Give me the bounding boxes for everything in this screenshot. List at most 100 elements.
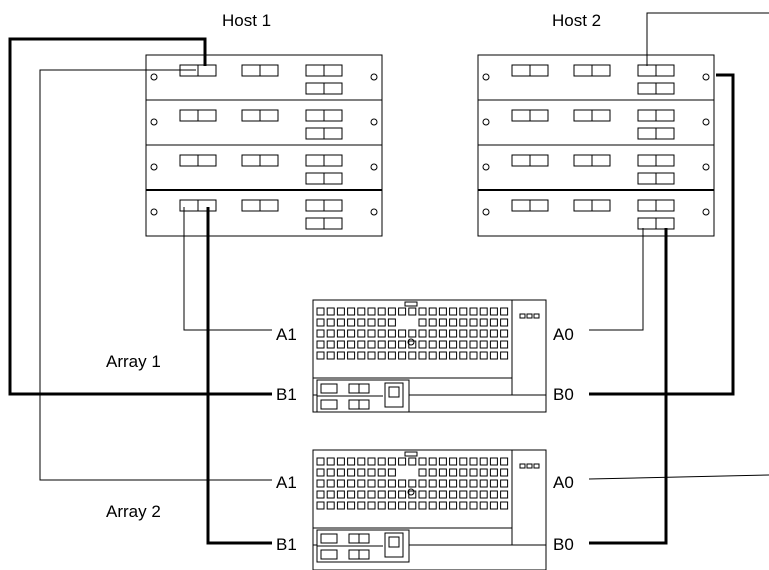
array-2-drive-bay	[387, 490, 396, 499]
array-1-drive-bay	[357, 340, 366, 349]
host-1-screw-icon	[370, 73, 378, 81]
array-1-drive-bay	[449, 340, 458, 349]
array-2-drive-bay	[489, 501, 498, 510]
array-2-drive-bay	[418, 490, 427, 499]
array-1-drive-bay	[489, 318, 498, 327]
host-1-screw-icon	[370, 163, 378, 171]
array-1-port-a1: A1	[276, 325, 297, 344]
array-2-drive-bay	[367, 479, 376, 488]
array-2-drive-bay	[469, 468, 478, 477]
array-1-drive-bay	[418, 307, 427, 316]
cable-array2-a0-offpage	[588, 474, 769, 480]
array-1-drive-bay	[316, 329, 325, 338]
array-2-drive-bay	[479, 479, 488, 488]
array-2-drive-bay	[489, 479, 498, 488]
array-2-drive-bay	[428, 457, 437, 466]
array-1-drive-bay	[469, 307, 478, 316]
array-1-status-led-icon	[519, 313, 526, 319]
array-1-drive-bay	[387, 307, 396, 316]
cable-host1-array1-b1	[8, 37, 272, 396]
array-2-drive-bay	[377, 490, 386, 499]
array-1-drive-bay	[469, 340, 478, 349]
array-1-drive-bay	[408, 307, 417, 316]
array-1-drive-bay	[500, 318, 509, 327]
array-2-drive-bay	[326, 457, 335, 466]
array-1-drive-bay	[500, 307, 509, 316]
array-1-drive-bay	[449, 318, 458, 327]
array-1-drive-bay	[489, 329, 498, 338]
array-2-drive-bay	[367, 468, 376, 477]
array-2-drive-bay	[377, 468, 386, 477]
array-1-drive-bay	[469, 318, 478, 327]
array-1-drive-bay	[489, 340, 498, 349]
array-1-status-led-icon	[526, 313, 533, 319]
array-1-drive-bay	[316, 340, 325, 349]
array-2-drive-bay	[489, 468, 498, 477]
array-1-drive-bay	[469, 329, 478, 338]
array-1-drive-bay	[387, 340, 396, 349]
array-1-drive-bay	[459, 307, 468, 316]
array-2-drive-bay	[387, 479, 396, 488]
array-1-drive-bay	[479, 329, 488, 338]
array-1-drive-bay	[418, 340, 427, 349]
array-2-drive-bay	[449, 457, 458, 466]
array-2-drive-bay	[449, 490, 458, 499]
array-2-drive-bay	[316, 468, 325, 477]
array-2-drive-bay	[479, 468, 488, 477]
array-1-drive-bay	[377, 318, 386, 327]
array-1-status-led-icon	[533, 313, 540, 319]
array-1-drive-bay	[489, 351, 498, 360]
array-2-drive-bay	[408, 457, 417, 466]
array-1-drive-bay	[387, 329, 396, 338]
array-2-drive-bay	[398, 490, 407, 499]
host-2-screw-icon	[482, 163, 490, 171]
array-2-drive-bay	[377, 501, 386, 510]
array-2-drive-bay	[500, 479, 509, 488]
array-2-drive-bay	[479, 501, 488, 510]
array-2-status-led-icon	[519, 463, 526, 469]
array-2-status-led-icon	[526, 463, 533, 469]
array-2-drive-bay	[428, 501, 437, 510]
array-1-drive-bay	[438, 329, 447, 338]
array-2-drive-bay	[347, 479, 356, 488]
array-1-drive-bay	[438, 307, 447, 316]
array-2-drive-bay	[398, 501, 407, 510]
array-2-drive-bay	[387, 457, 396, 466]
array-1-drive-bay	[347, 340, 356, 349]
array-1-drive-bay	[377, 329, 386, 338]
array-1-drive-bay	[377, 351, 386, 360]
array-2-port-a1: A1	[276, 473, 297, 492]
host-1-screw-icon	[150, 163, 158, 171]
array-1-port-b1: B1	[276, 385, 297, 404]
array-1-drive-bay	[428, 329, 437, 338]
array-2-drive-bay	[438, 479, 447, 488]
array-2-drive-bay	[367, 501, 376, 510]
host-2-screw-icon	[702, 73, 710, 81]
array-1-drive-bay	[387, 318, 396, 327]
host-2-label: Host 2	[552, 11, 601, 30]
host-2-screw-icon	[482, 118, 490, 126]
array-1-drive-bay	[459, 340, 468, 349]
array-2-drive-bay	[459, 501, 468, 510]
array-1-drive-bay	[500, 329, 509, 338]
array-1-drive-bay	[408, 351, 417, 360]
array-2-port-b1: B1	[276, 535, 297, 554]
array-1-drive-bay	[357, 351, 366, 360]
array-1-drive-bay	[398, 307, 407, 316]
array-2-port-a0: A0	[553, 473, 574, 492]
array-2-drive-bay	[347, 490, 356, 499]
array-1-drive-bay	[479, 340, 488, 349]
array-1-drive-bay	[347, 329, 356, 338]
array-2-drive-bay	[357, 479, 366, 488]
array-2-drive-bay	[438, 457, 447, 466]
array-1-drive-bay	[469, 351, 478, 360]
array-1-drive-bay	[438, 340, 447, 349]
host-2: Host 2	[477, 11, 715, 237]
array-2-drive-bay	[387, 468, 396, 477]
array-1-drive-bay	[459, 318, 468, 327]
array-1-drive-bay	[326, 351, 335, 360]
array-2-port-b0: B0	[553, 535, 574, 554]
array-1-drive-bay	[377, 340, 386, 349]
array-2-drive-bay	[438, 468, 447, 477]
array-2-drive-bay	[449, 479, 458, 488]
